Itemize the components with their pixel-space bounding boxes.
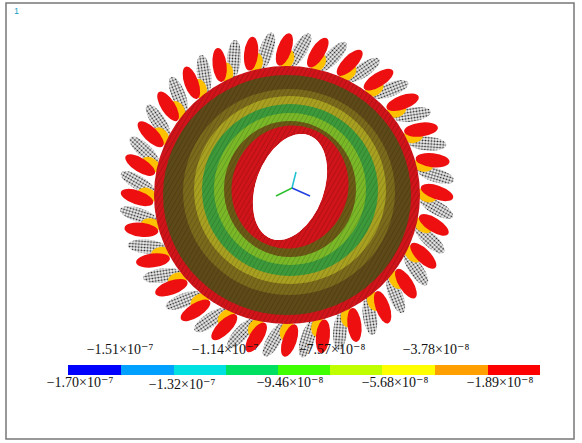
red-blade <box>153 275 190 300</box>
colorbar-value: −1.89×10⁻⁸ <box>467 375 534 391</box>
red-blade <box>272 31 296 68</box>
colorbar-value: −1.51×10⁻⁷ <box>87 342 154 358</box>
red-blade <box>177 295 213 325</box>
red-blade <box>333 46 367 80</box>
bore-hole <box>239 124 341 251</box>
colorbar-value: −5.68×10⁻⁸ <box>362 375 429 391</box>
mesh-overlay <box>154 66 420 324</box>
red-blade <box>135 251 170 269</box>
red-blade <box>384 90 421 115</box>
plot-number: 1 <box>14 6 19 16</box>
red-blade <box>124 221 159 239</box>
red-blade <box>419 180 456 204</box>
red-blade <box>211 47 229 82</box>
red-blade <box>122 150 158 180</box>
red-blade <box>303 34 333 70</box>
red-blade <box>403 121 438 139</box>
red-blade <box>179 64 204 101</box>
colorbar-value: −1.14×10⁻⁷ <box>192 342 259 358</box>
red-blade <box>207 310 241 344</box>
red-blade <box>406 239 440 273</box>
color-bar <box>68 365 540 375</box>
red-blade <box>360 65 396 95</box>
red-blade <box>416 210 452 240</box>
red-blade <box>153 88 183 124</box>
red-blade <box>370 289 395 326</box>
colorbar-value: −3.78×10⁻⁸ <box>403 342 470 358</box>
axis-triad <box>276 172 310 196</box>
colorbar-value: −1.32×10⁻⁷ <box>149 377 216 393</box>
red-blade <box>277 322 301 359</box>
red-blade <box>134 117 168 151</box>
red-blade <box>242 36 260 71</box>
plot-frame <box>6 3 574 439</box>
outer-rim <box>154 66 420 324</box>
disc <box>154 66 420 324</box>
colorbar-value: −1.70×10⁻⁷ <box>47 375 114 391</box>
colorbar-value: −7.57×10⁻⁸ <box>299 342 366 358</box>
red-blade <box>415 151 450 169</box>
colorbar-value: −9.46×10⁻⁸ <box>257 375 324 391</box>
red-blade <box>345 307 363 342</box>
red-blade <box>391 266 421 302</box>
blade-set <box>118 30 457 360</box>
red-blade <box>119 185 156 209</box>
